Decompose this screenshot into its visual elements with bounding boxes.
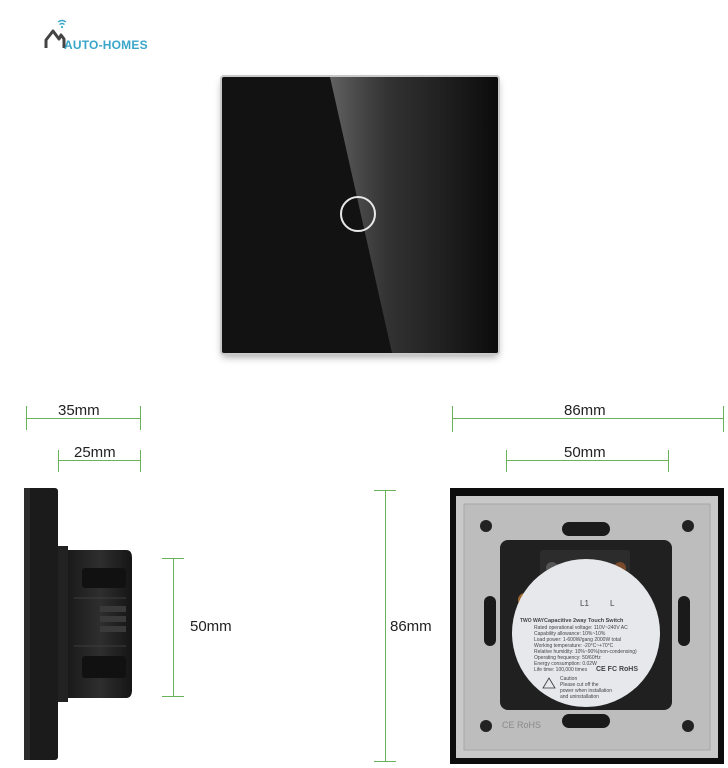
terminal-l-label: L bbox=[610, 599, 615, 608]
dim-depth-total-tick-right bbox=[140, 406, 141, 430]
caution-line-2: and uninstallation bbox=[560, 694, 599, 700]
caution-icon bbox=[542, 677, 556, 689]
brand-name: AUTO-HOMES bbox=[64, 38, 148, 52]
dim-height-body-line bbox=[173, 558, 174, 696]
dim-height-total-label: 86mm bbox=[390, 618, 432, 635]
dim-depth-body-line bbox=[58, 460, 140, 461]
module-spec-5: Operating frequency: 50/60Hz bbox=[534, 655, 601, 661]
dim-height-total-tick-top bbox=[374, 490, 396, 491]
dim-width-body-label: 50mm bbox=[564, 444, 606, 461]
dim-width-body-tick-right bbox=[668, 450, 669, 472]
dim-height-total-tick-bottom bbox=[374, 761, 396, 762]
dim-depth-total-tick-left bbox=[26, 406, 27, 430]
dim-height-total-line bbox=[385, 490, 386, 761]
module-spec-1: Capability allowance: 10%~10% bbox=[534, 631, 606, 637]
switch-back-view: L1 L TWO WAY Capacitive 2way Touch Switc… bbox=[450, 488, 724, 764]
module-spec-4: Relative humidity: 10%~90%(non-condensin… bbox=[534, 649, 637, 655]
dim-height-body-tick-bottom bbox=[162, 696, 184, 697]
dim-depth-body-label: 25mm bbox=[74, 444, 116, 461]
module-spec-7: Life time: 100,000 times bbox=[534, 667, 588, 673]
module-spec-0: Rated operational voltage: 110V~240V AC bbox=[534, 625, 628, 631]
dim-width-total-tick-left bbox=[452, 406, 453, 432]
glass-reflection bbox=[330, 77, 498, 353]
caution-line-0: Please cut off the bbox=[560, 682, 599, 688]
module-certs: CE FC RoHS bbox=[596, 666, 638, 673]
dim-width-body-tick-left bbox=[506, 450, 507, 472]
dim-width-total-label: 86mm bbox=[564, 402, 606, 419]
module-spec-6: Energy consumption: 0.02W bbox=[534, 661, 597, 667]
caution-line-1: power when installation bbox=[560, 688, 612, 694]
caution-title: Caution bbox=[560, 676, 577, 682]
module-spec-2: Load power: 1-600W/gang 2000W total bbox=[534, 637, 621, 643]
switch-front-panel bbox=[222, 77, 498, 353]
brand-logo: AUTO-HOMES bbox=[44, 18, 164, 54]
touch-button-ring bbox=[340, 196, 376, 232]
switch-side-view bbox=[24, 488, 132, 760]
module-title: Capacitive 2way Touch Switch bbox=[544, 618, 624, 624]
dim-depth-body-tick-right bbox=[140, 450, 141, 472]
dim-width-total-line bbox=[452, 418, 724, 419]
frame-mark: CE RoHS bbox=[502, 720, 541, 730]
module-spec-3: Working temperature: -20°C~+70°C bbox=[534, 643, 614, 649]
dim-depth-body-tick-left bbox=[58, 450, 59, 472]
terminal-l1-label: L1 bbox=[580, 599, 589, 608]
house-wifi-icon bbox=[44, 19, 67, 48]
dim-depth-total-line bbox=[26, 418, 140, 419]
dim-height-body-label: 50mm bbox=[190, 618, 232, 635]
dim-height-body-tick-top bbox=[162, 558, 184, 559]
dim-depth-total-label: 35mm bbox=[58, 402, 100, 419]
dim-width-body-line bbox=[506, 460, 668, 461]
dim-width-total-tick-right bbox=[723, 406, 724, 432]
module-brand: TWO WAY bbox=[520, 618, 545, 624]
